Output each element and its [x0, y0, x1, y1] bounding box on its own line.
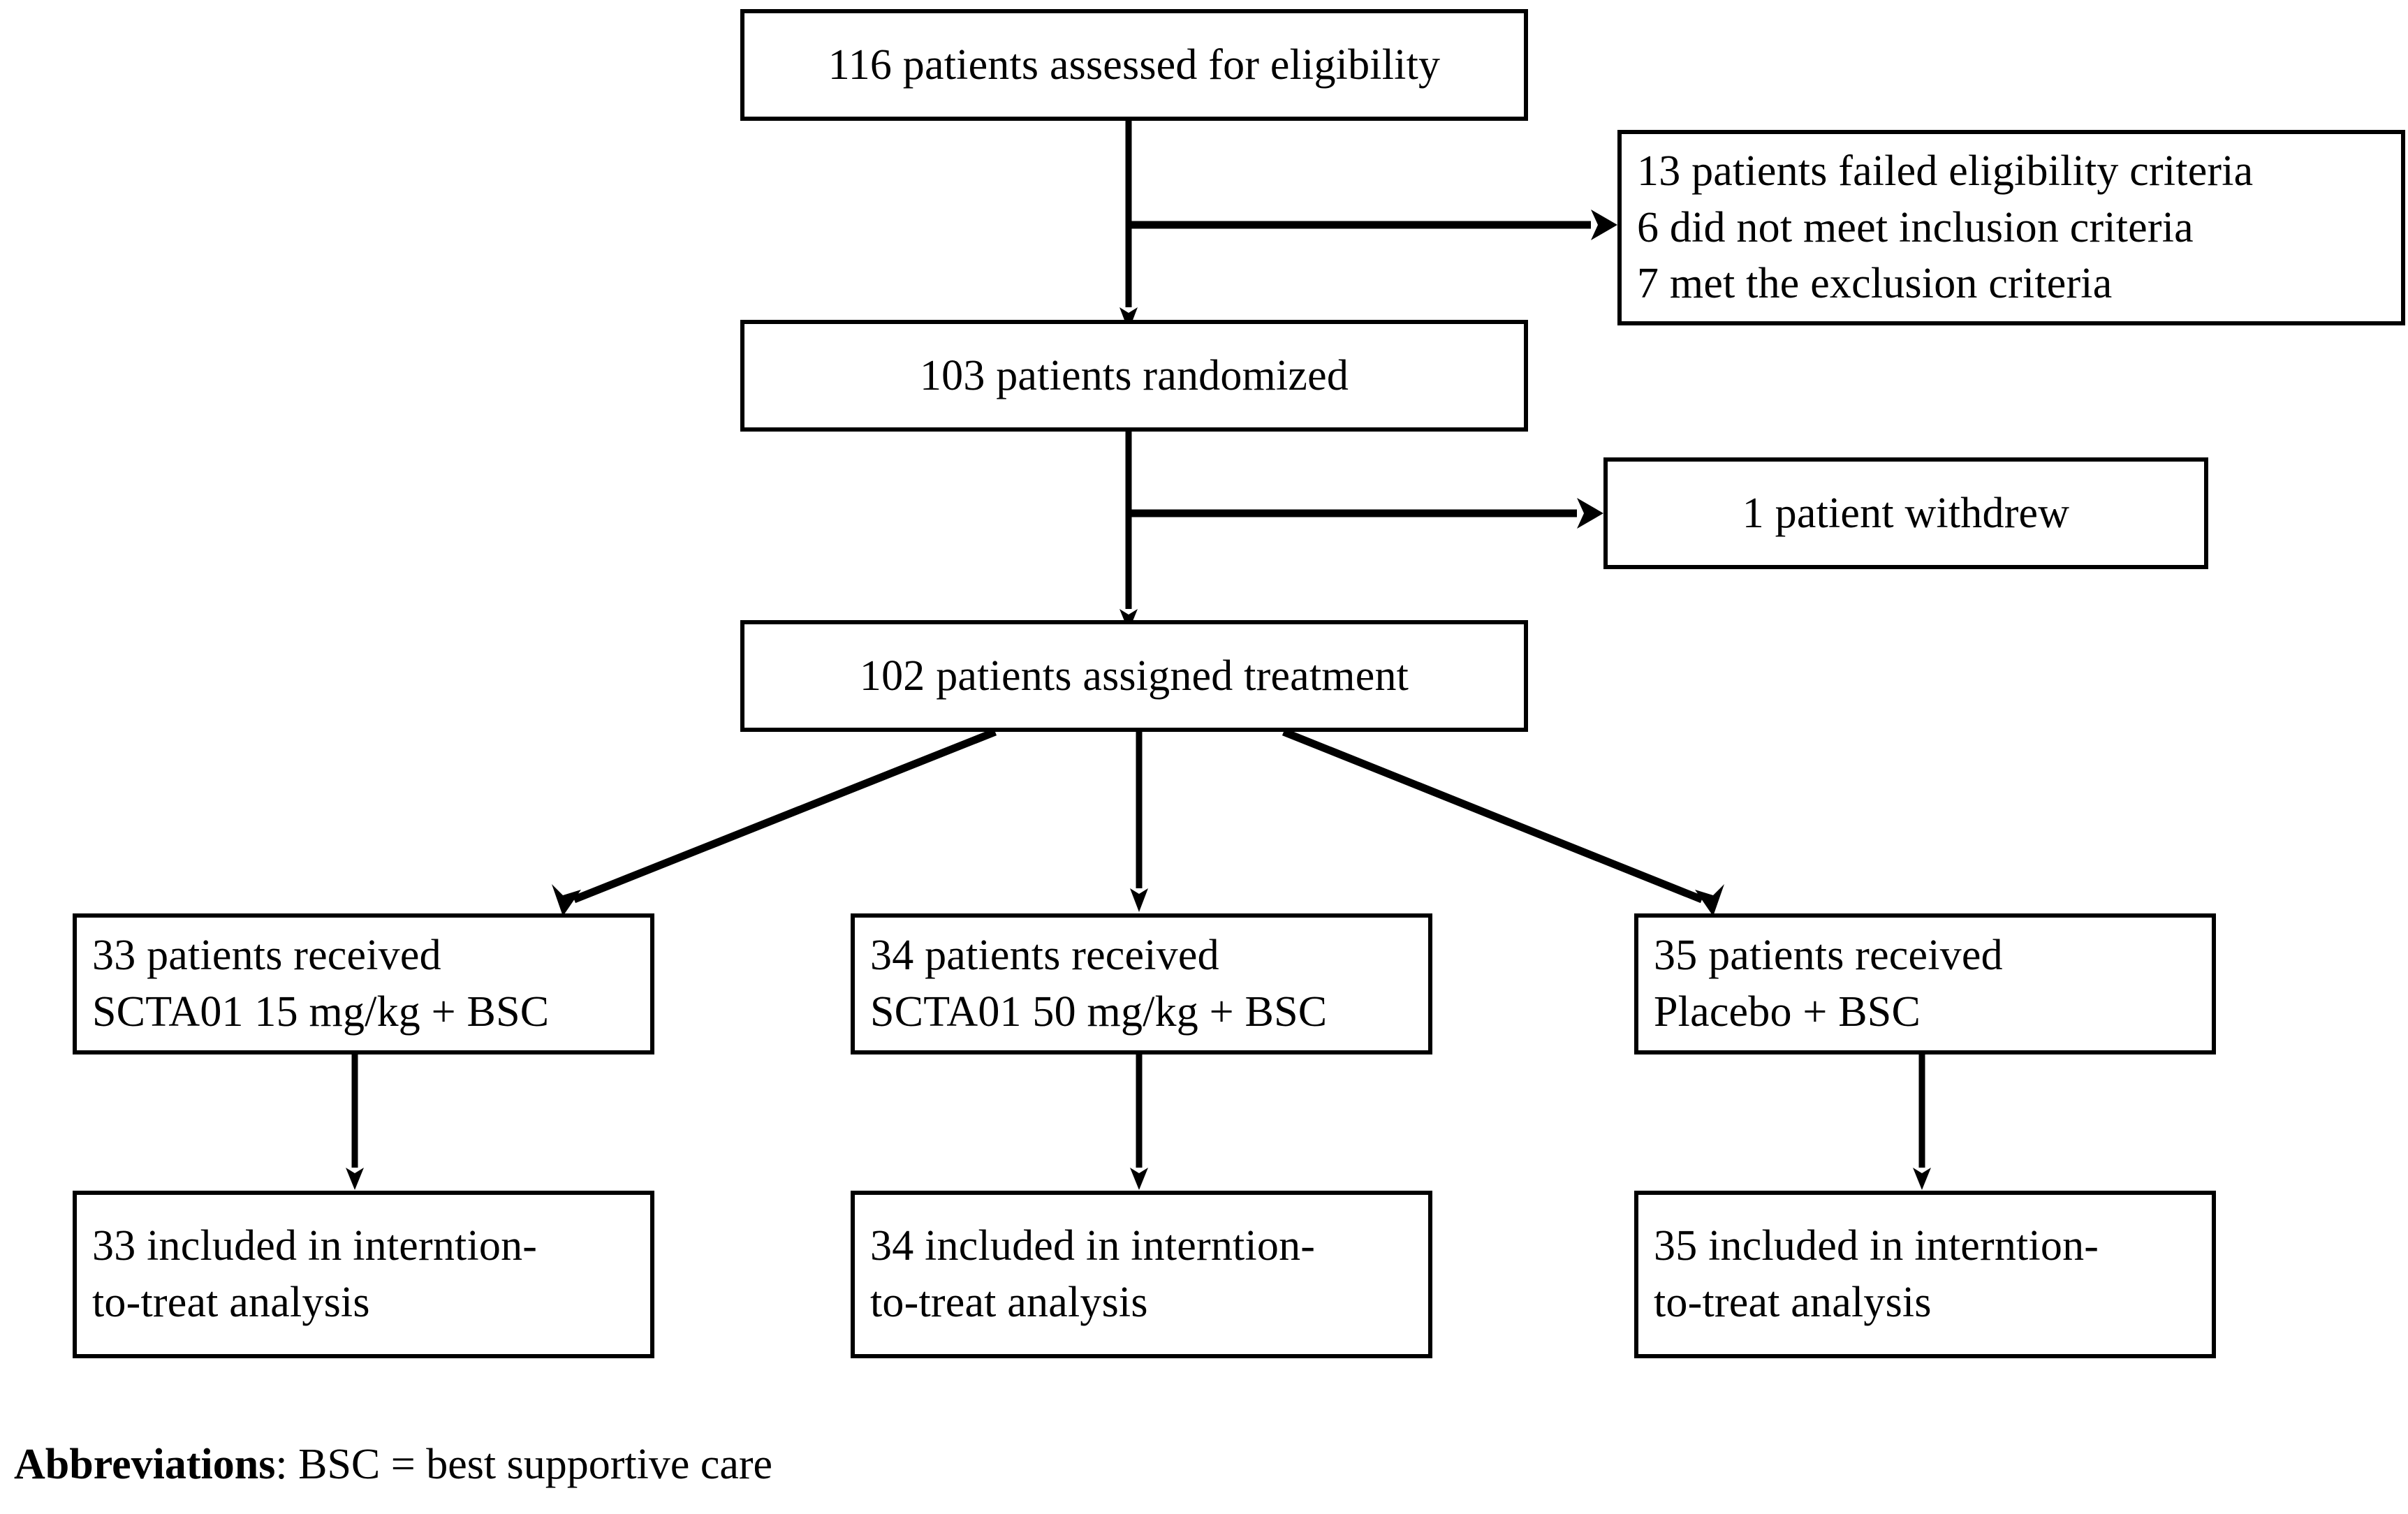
- node-arm-placebo: 35 patients received Placebo + BSC: [1634, 913, 2216, 1054]
- node-itt-high-dose-line-2: to-treat analysis: [870, 1279, 1148, 1326]
- node-arm-high-dose-line-1: 34 patients received: [870, 932, 1219, 980]
- node-itt-low-dose-line-1: 33 included in interntion-: [92, 1222, 538, 1270]
- node-excluded-line-2: 6 did not meet inclusion criteria: [1637, 203, 2194, 251]
- abbreviations-text: : BSC = best supportive care: [275, 1441, 773, 1488]
- node-withdrew-line-1: 1 patient withdrew: [1742, 489, 2070, 537]
- connector-assigned-to-arm-low: [552, 728, 997, 916]
- node-arm-placebo-line-1: 35 patients received: [1654, 932, 2003, 980]
- connector-randomized-to-withdrew: [1129, 498, 1603, 529]
- node-itt-high-dose: 34 included in interntion- to-treat anal…: [851, 1191, 1432, 1358]
- node-randomized-line-1: 103 patients randomized: [919, 351, 1349, 399]
- node-assigned-line-1: 102 patients assigned treatment: [859, 652, 1409, 700]
- node-arm-low-dose-line-1: 33 patients received: [92, 932, 441, 980]
- node-arm-low-dose-line-2: SCTA01 15 mg/kg + BSC: [92, 988, 550, 1036]
- connector-assessed-to-randomized: [1119, 121, 1138, 331]
- connector-assigned-to-arm-placebo: [1282, 728, 1724, 916]
- node-arm-high-dose: 34 patients received SCTA01 50 mg/kg + B…: [851, 913, 1432, 1054]
- node-assessed-for-eligibility: 116 patients assessed for eligibility: [740, 9, 1528, 121]
- node-itt-low-dose: 33 included in interntion- to-treat anal…: [73, 1191, 654, 1358]
- abbreviations-footnote: Abbreviations: BSC = best supportive car…: [14, 1439, 772, 1490]
- node-excluded-line-3: 7 met the exclusion criteria: [1637, 260, 2113, 308]
- node-arm-high-dose-line-2: SCTA01 50 mg/kg + BSC: [870, 988, 1328, 1036]
- node-itt-placebo-line-1: 35 included in interntion-: [1654, 1222, 2099, 1270]
- node-withdrew: 1 patient withdrew: [1603, 457, 2208, 569]
- node-assessed-line-1: 116 patients assessed for eligibility: [828, 41, 1441, 89]
- connector-assessed-to-excluded: [1129, 210, 1617, 240]
- node-excluded-line-1: 13 patients failed eligibility criteria: [1637, 147, 2254, 196]
- node-assigned-treatment: 102 patients assigned treatment: [740, 620, 1528, 732]
- node-arm-placebo-line-2: Placebo + BSC: [1654, 988, 1921, 1036]
- node-excluded-reasons: 13 patients failed eligibility criteria …: [1617, 130, 2405, 325]
- node-itt-high-dose-line-1: 34 included in interntion-: [870, 1222, 1316, 1270]
- node-itt-placebo-line-2: to-treat analysis: [1654, 1279, 1932, 1326]
- connector-assigned-to-arm-high: [1130, 732, 1148, 912]
- connector-arm-low-to-itt-low: [346, 1054, 364, 1190]
- node-itt-low-dose-line-2: to-treat analysis: [92, 1279, 370, 1326]
- abbreviations-label: Abbreviations: [14, 1441, 276, 1488]
- node-itt-placebo: 35 included in interntion- to-treat anal…: [1634, 1191, 2216, 1358]
- connector-arm-high-to-itt-high: [1130, 1054, 1148, 1190]
- connector-randomized-to-assigned: [1119, 432, 1138, 631]
- node-randomized: 103 patients randomized: [740, 320, 1528, 432]
- connector-arm-placebo-to-itt-placebo: [1913, 1054, 1931, 1190]
- node-arm-low-dose: 33 patients received SCTA01 15 mg/kg + B…: [73, 913, 654, 1054]
